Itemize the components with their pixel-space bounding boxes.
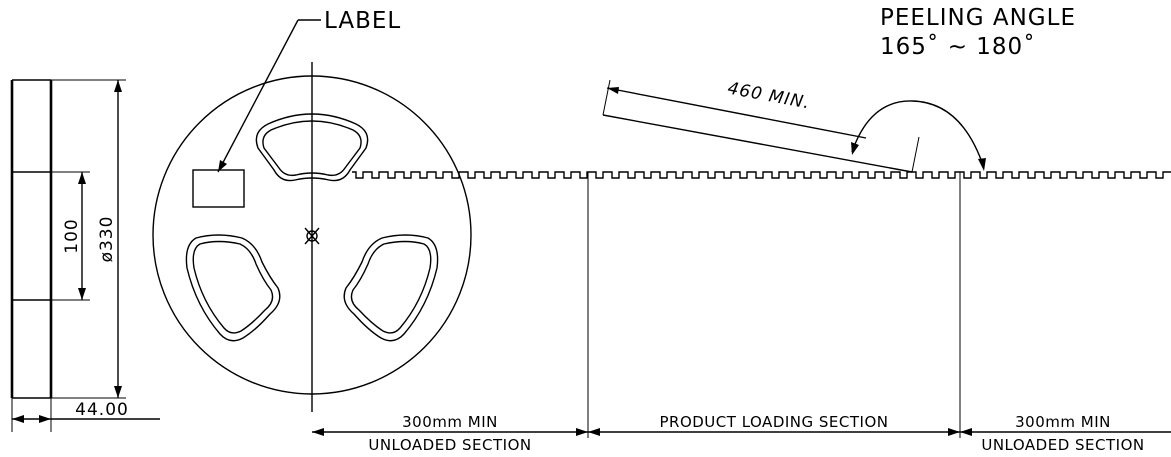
left-section-length: 300mm MIN — [402, 413, 498, 431]
right-section-length: 300mm MIN — [1015, 413, 1111, 431]
peeling-angle-range: 165˚ ~ 180˚ — [880, 33, 1036, 60]
section-dimensions — [312, 172, 1171, 438]
dim-diameter-label: ø330 — [97, 216, 117, 263]
left-section-name: UNLOADED SECTION — [368, 436, 531, 454]
carrier-tape — [352, 171, 1171, 179]
dim-width-label: 44.00 — [75, 400, 129, 420]
peeling-angle-title: PEELING ANGLE — [880, 5, 1076, 31]
center-section-name: PRODUCT LOADING SECTION — [659, 413, 888, 431]
right-section-name: UNLOADED SECTION — [981, 436, 1144, 454]
peel-length-label: 460 MIN. — [726, 79, 812, 114]
dim-hub-label: 100 — [62, 218, 82, 253]
reel-side-view — [10, 79, 160, 432]
reel-front-view — [152, 19, 472, 412]
label-callout: LABEL — [324, 8, 401, 34]
peeling-geometry — [602, 79, 986, 173]
tape-pockets — [352, 171, 1171, 179]
